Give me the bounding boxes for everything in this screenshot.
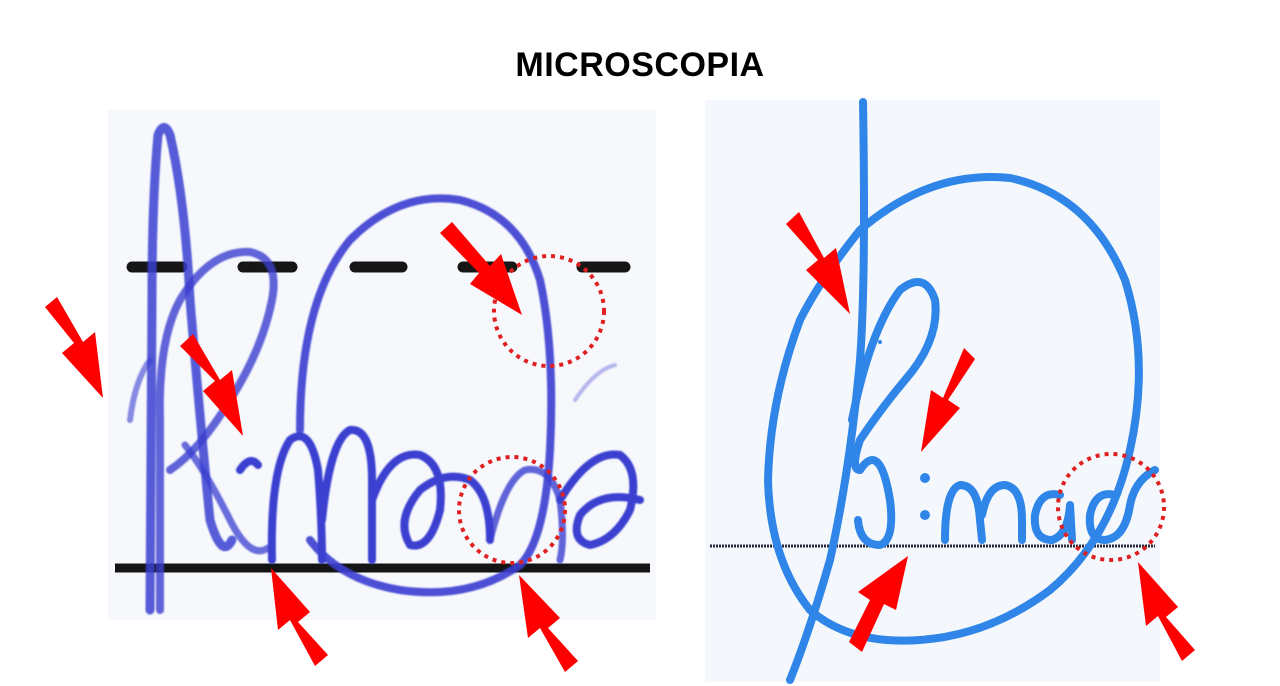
arrow-right-1 [786,212,850,314]
left-signature [115,123,650,615]
arrow-left-5 [519,575,578,672]
left-signature-ink [127,123,644,615]
arrow-right-3 [849,556,908,652]
left-highlight-circle-bottom [457,455,567,565]
arrow-right-4 [1138,562,1195,661]
red-arrows [45,212,1195,672]
arrow-right-2 [921,348,975,452]
right-signature-ink [764,98,1159,684]
arrow-left-1 [45,297,103,398]
arrow-left-2 [180,334,243,436]
left-highlight-circle-top [492,254,606,368]
arrow-left-3 [440,222,522,315]
right-signature [710,98,1166,684]
arrow-left-4 [271,568,328,666]
right-highlight-circle [1056,452,1166,562]
figure-title: MICROSCOPIA [515,46,765,84]
